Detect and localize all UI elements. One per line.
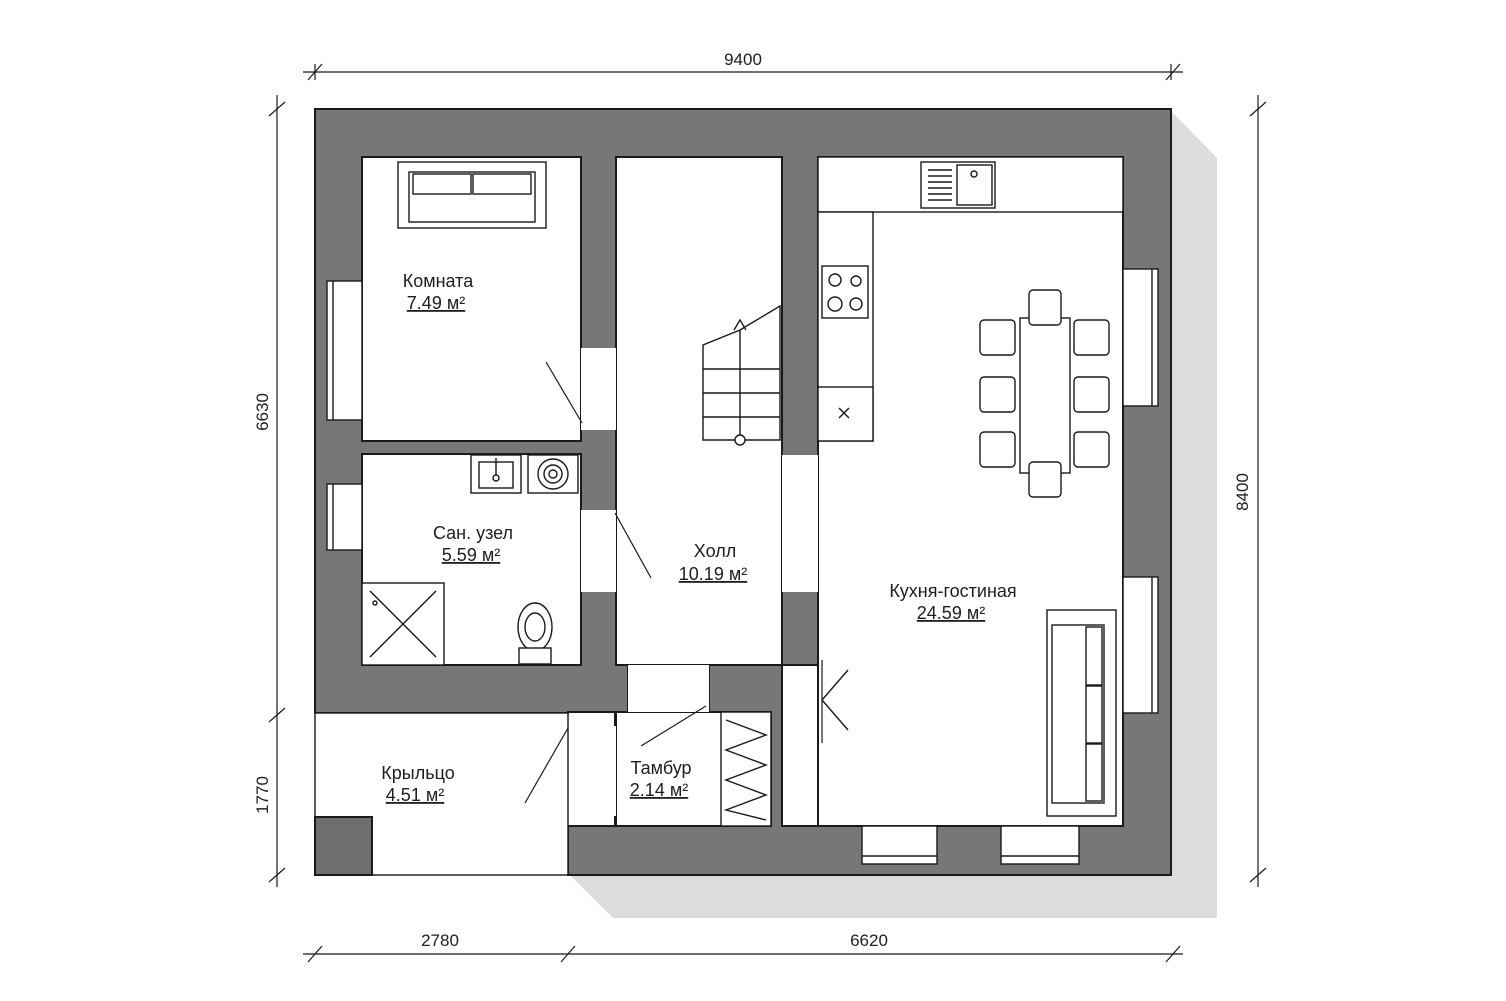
bathroom-fixtures [361, 454, 579, 666]
room-name-krylco: Крыльцо [381, 763, 454, 783]
dim-left-lower: 1770 [253, 776, 272, 814]
bedroom-sofa [397, 161, 547, 229]
room-area-sanuzel: 5.59 м² [442, 545, 500, 565]
room-area-tambur: 2.14 м² [630, 780, 688, 800]
room-area-krylco: 4.51 м² [386, 785, 444, 805]
room-name-kuhnya: Кухня-гостиная [889, 581, 1016, 601]
porch [314, 712, 569, 876]
doors [524, 361, 849, 804]
dim-bottom-right: 6620 [850, 931, 888, 950]
dim-top: 9400 [724, 50, 762, 69]
room-name-komnata: Комната [403, 271, 474, 291]
room-area-holl: 10.19 м² [679, 564, 747, 584]
dim-bottom-left: 2780 [421, 931, 459, 950]
room-name-sanuzel: Сан. узел [433, 523, 513, 543]
dimension-lines: 9400 6630 1770 8400 2780 6620 [253, 50, 1267, 963]
room-name-tambur: Тамбур [630, 758, 691, 778]
kitchen-counters [817, 156, 1124, 442]
room-area-kuhnya: 24.59 м² [917, 603, 985, 623]
dining-table [979, 289, 1110, 498]
stairs [702, 304, 781, 446]
room-name-holl: Холл [694, 541, 736, 561]
vestibule-wardrobe [720, 711, 772, 827]
dim-right: 8400 [1233, 473, 1252, 511]
room-labels: Комната 7.49 м² Сан. узел 5.59 м² Холл 1… [381, 271, 1016, 805]
room-area-komnata: 7.49 м² [407, 293, 465, 313]
living-sofa [1046, 609, 1117, 817]
dim-left-upper: 6630 [253, 393, 272, 431]
windows [326, 268, 1159, 865]
porch-column [314, 816, 373, 876]
